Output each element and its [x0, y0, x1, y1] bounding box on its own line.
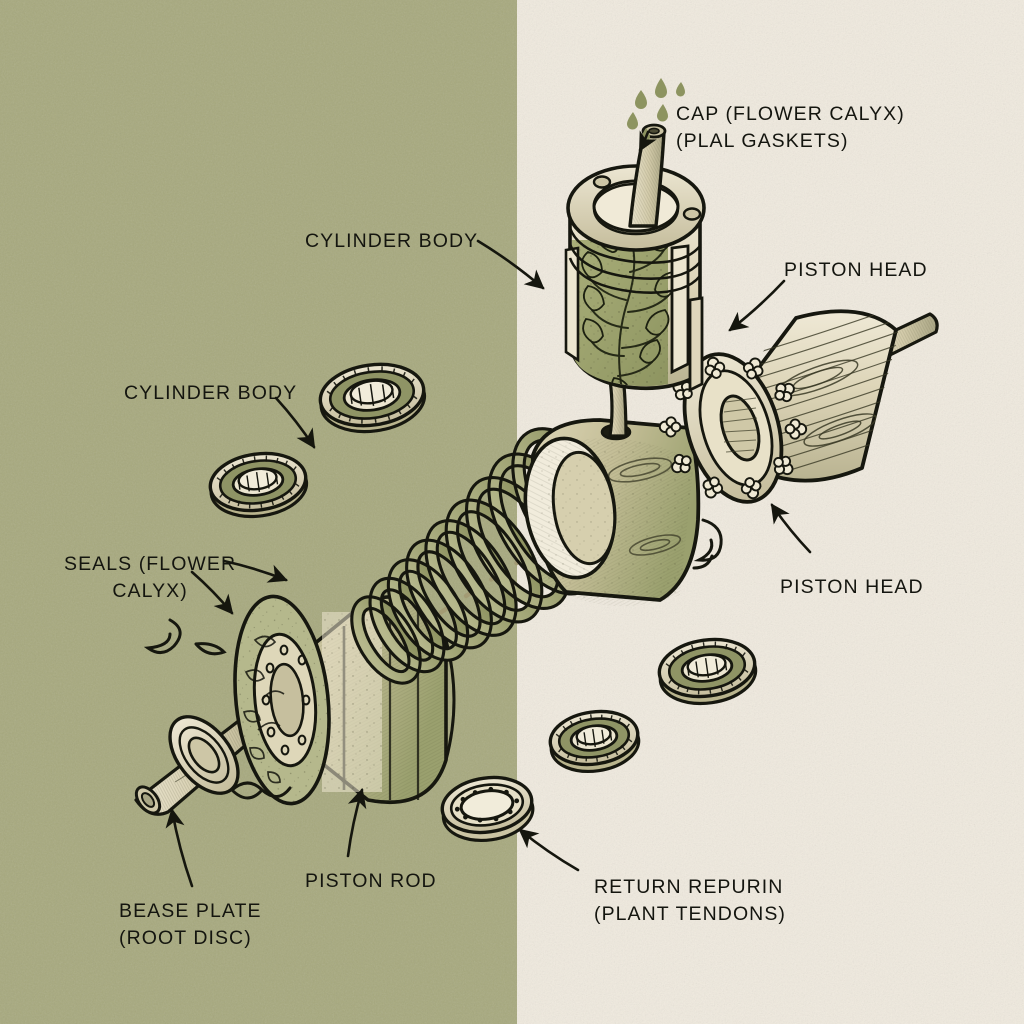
arrow-piston-head-right	[770, 503, 812, 554]
arrow-return-spring	[518, 828, 580, 872]
washer-c	[657, 637, 758, 706]
piston-ring-grooves	[568, 227, 702, 294]
vine-tendril-3	[692, 518, 723, 570]
cylinder-sleeve	[523, 346, 723, 607]
leader-arrow-layer	[165, 130, 812, 888]
bolt-holes	[454, 786, 520, 823]
arrow-piston-head-top	[728, 279, 786, 332]
washer-e	[440, 775, 535, 842]
seal-stack-drum	[233, 594, 456, 806]
bolt-hole	[592, 175, 612, 189]
vine-tendril	[143, 618, 227, 656]
arrow-piston-rod	[346, 788, 367, 858]
arrow-cylinder-body-left	[274, 396, 316, 449]
calyx-filigree	[243, 635, 285, 784]
piston-wood-grain	[745, 310, 900, 477]
washer-b	[208, 451, 309, 519]
arrow-cap	[638, 130, 657, 152]
vine-tendril-2	[229, 781, 292, 800]
washer-a	[318, 362, 427, 434]
cap-cylinder-body	[564, 123, 706, 393]
seal-bolt-holes	[261, 644, 311, 756]
bore-hatch	[722, 397, 758, 453]
cylinder-slots	[564, 244, 704, 393]
bolt-hole	[682, 207, 702, 221]
arrow-base-plate	[165, 807, 194, 888]
arrow-seals-upper	[222, 559, 288, 583]
washer-d	[548, 709, 641, 773]
arrow-cylinder-body-top	[476, 239, 545, 290]
wooden-piston-head	[658, 309, 939, 504]
arrow-seals-lower	[190, 570, 234, 615]
